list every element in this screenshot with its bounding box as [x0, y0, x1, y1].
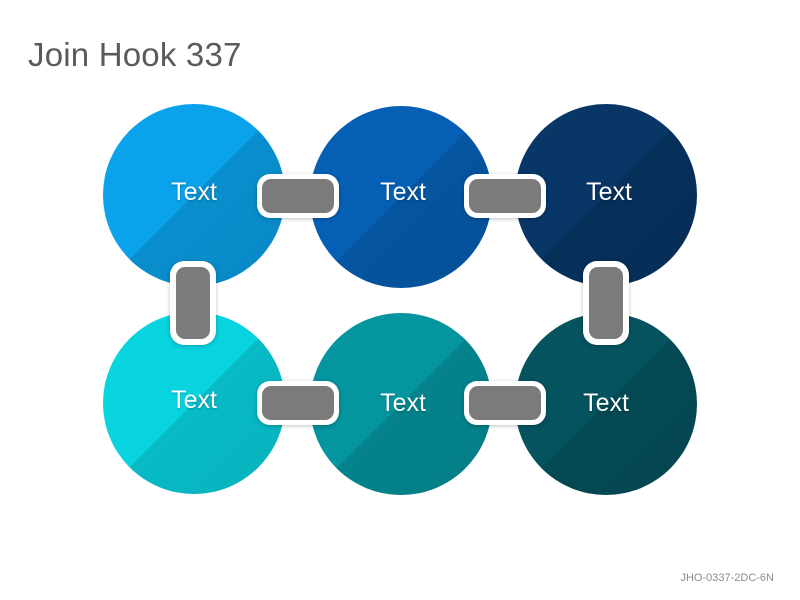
node-circle-2: Text: [310, 106, 492, 288]
node-circle-4: Text: [103, 312, 285, 494]
node-circle-1: Text: [103, 104, 285, 286]
footer-code: JHO-0337-2DC-6N: [680, 572, 774, 584]
link-1-4: [170, 261, 216, 345]
link-2-3: [464, 174, 546, 218]
link-4-5: [257, 381, 339, 425]
node-label-4: Text: [171, 386, 217, 414]
node-label-1: Text: [171, 178, 217, 206]
node-label-5: Text: [380, 389, 426, 417]
node-circle-6: Text: [515, 313, 697, 495]
node-label-3: Text: [586, 178, 632, 206]
link-5-6: [464, 381, 546, 425]
node-label-2: Text: [380, 178, 426, 206]
link-1-2: [257, 174, 339, 218]
link-3-6: [583, 261, 629, 345]
node-label-6: Text: [583, 389, 629, 417]
page-title: Join Hook 337: [28, 36, 242, 73]
node-circle-5: Text: [310, 313, 492, 495]
